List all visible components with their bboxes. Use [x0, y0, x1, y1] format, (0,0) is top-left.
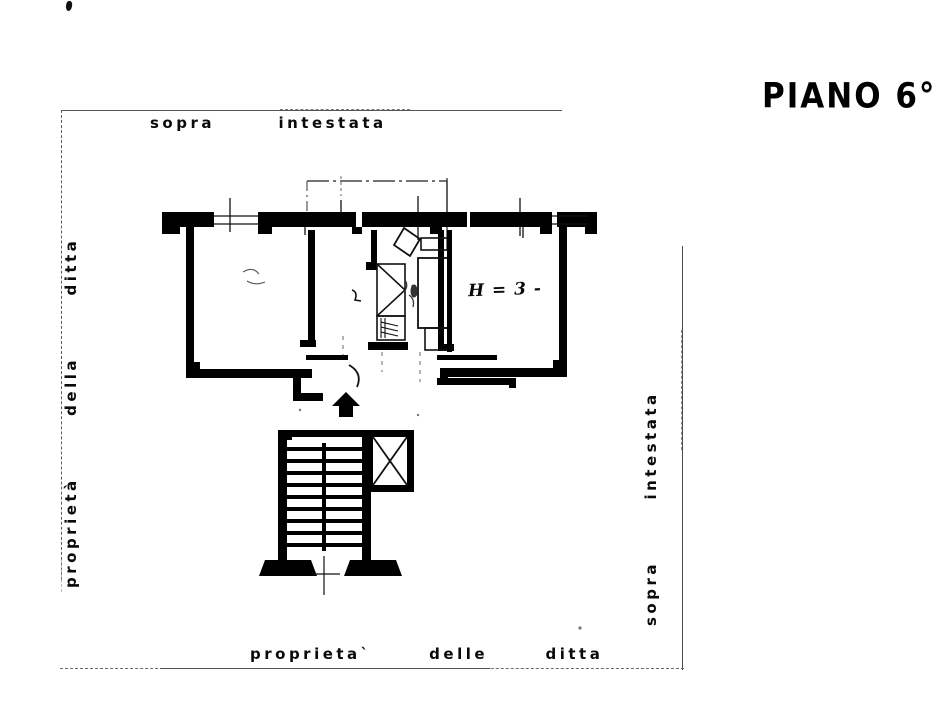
boundary-line-right-dashed — [681, 330, 682, 450]
boundary-line-top-dashed — [280, 109, 410, 110]
entry-zone — [306, 355, 516, 388]
elevator-shaft — [366, 430, 414, 492]
boundary-line-bottom-solid — [160, 668, 490, 669]
caption-bottom-word3: ditta — [545, 645, 604, 663]
stair-elevator-block — [259, 430, 414, 595]
right-room — [438, 227, 567, 384]
caption-top: sopra intestata — [150, 114, 387, 132]
window-openings-top — [214, 215, 588, 225]
caption-top-word1: sopra — [150, 114, 215, 132]
elevator-cross-icon — [372, 436, 408, 486]
door-swing-icon — [348, 364, 360, 388]
faint-dots — [298, 408, 582, 630]
boundary-line-top — [62, 110, 562, 111]
page-title: PIANO 6° — [762, 76, 937, 117]
corridor-smudges — [403, 279, 418, 308]
tilted-fixture — [392, 226, 422, 258]
left-room — [186, 227, 323, 401]
caption-bottom: proprieta` delle ditta — [250, 645, 603, 663]
fixture-grill — [380, 318, 399, 338]
corridor-pencil-mark — [351, 289, 362, 302]
entrance-arrow-icon — [332, 392, 360, 417]
projection-outline — [306, 180, 448, 216]
boundary-line-left — [61, 110, 62, 580]
boundary-line-right — [682, 246, 683, 670]
stair-landing — [259, 560, 402, 576]
caption-bottom-word2: delle — [429, 645, 489, 663]
left-room-faint-marks — [242, 268, 266, 285]
caption-top-word2: intestata — [278, 114, 387, 132]
stair-axis-tick — [312, 556, 340, 595]
exterior-wall-top — [162, 212, 597, 234]
caption-bottom-word1: proprieta` — [250, 645, 372, 663]
boundary-line-left-fade — [61, 560, 62, 592]
